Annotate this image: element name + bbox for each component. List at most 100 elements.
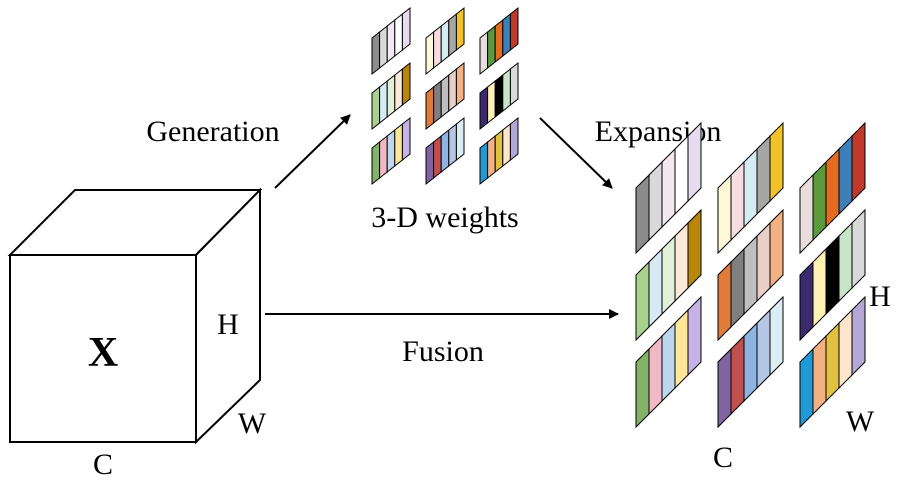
weight-small-strip [448,122,457,168]
weight-expanded-group-4 [635,208,702,342]
generation-arrow [274,114,351,189]
weight-small-strip [379,79,388,125]
weight-expanded-group-6 [799,208,866,342]
weight-small-strip [425,85,435,131]
input-cube [7,187,263,445]
weight-small-strip [394,122,403,168]
weight-expanded-strip [730,334,745,416]
weight-small-strip [502,122,511,168]
weight-expanded-strip [825,234,840,316]
output-channel-label: C [713,441,733,474]
weight-small-strip [386,18,396,64]
weight-expanded-strip [769,295,784,377]
weight-expanded-group-2 [717,121,784,255]
output-height-label: H [869,280,891,313]
weight-expanded-strip [635,260,650,342]
weight-small-strip [394,12,403,58]
weights-grid-expanded [635,121,866,429]
weight-small-group-8 [425,116,465,186]
cube-symbol: X [88,330,118,376]
weight-small-strip [502,12,511,58]
weight-expanded-strip [799,260,814,342]
weight-small-strip [371,85,381,131]
weight-small-group-2 [425,6,465,76]
weight-expanded-group-1 [635,121,702,255]
weight-small-strip [479,30,489,76]
weight-expanded-strip [648,247,663,329]
weight-small-strip [509,61,519,107]
weight-expanded-strip [838,134,853,216]
weight-expanded-strip [661,234,676,316]
weight-small-strip [401,6,411,52]
fusion-label: Fusion [402,335,484,368]
weight-expanded-group-3 [799,121,866,255]
weight-expanded-strip [838,308,853,390]
weight-small-strip [509,6,519,52]
output-width-label: W [846,405,875,438]
weight-small-strip [455,116,465,162]
weight-small-strip [425,140,435,186]
weight-expanded-strip [635,173,650,255]
weights-grid-small [371,6,519,186]
generation-label: Generation [146,115,279,148]
weight-expanded-strip [730,160,745,242]
weight-expanded-strip [648,160,663,242]
weight-small-strip [401,116,411,162]
weight-small-strip [440,128,450,174]
weight-small-strip [440,73,450,119]
weight-expanded-strip [687,295,702,377]
weight-small-strip [509,116,519,162]
weight-small-strip [487,24,496,70]
weight-expanded-strip [674,221,689,303]
weight-expanded-strip [717,260,732,342]
weight-expanded-strip [648,334,663,416]
weight-expanded-strip [687,208,702,290]
weight-expanded-strip [838,221,853,303]
weight-expanded-strip [812,247,827,329]
weight-small-strip [433,79,442,125]
weight-small-strip [479,85,489,131]
weight-expanded-strip [635,347,650,429]
weight-small-group-4 [371,61,411,131]
weight-small-strip [494,73,504,119]
weight-expanded-strip [743,234,758,316]
weight-small-strip [379,134,388,180]
weight-small-strip [433,24,442,70]
weight-expanded-group-8 [717,295,784,429]
weight-small-strip [479,140,489,186]
weight-expanded-strip [812,160,827,242]
weight-expanded-strip [812,334,827,416]
weight-expanded-strip [661,321,676,403]
cube-height-label: H [217,308,239,341]
weight-expanded-strip [825,321,840,403]
weight-small-strip [494,18,504,64]
weight-expanded-group-5 [717,208,784,342]
cube-front-face [9,254,197,443]
weight-small-strip [386,73,396,119]
cube-width-label: W [238,407,267,440]
weight-expanded-strip [687,121,702,203]
weight-small-strip [455,61,465,107]
weight-small-group-3 [479,6,519,76]
weight-small-strip [487,134,496,180]
weight-expanded-strip [851,295,866,377]
weight-expanded-strip [717,347,732,429]
weight-small-strip [401,61,411,107]
weight-small-strip [455,6,465,52]
weight-small-strip [379,24,388,70]
weight-small-group-5 [425,61,465,131]
weight-small-strip [425,30,435,76]
weight-small-strip [433,134,442,180]
weight-expanded-strip [717,173,732,255]
weight-expanded-strip [743,147,758,229]
weight-small-strip [448,67,457,113]
weight-small-group-6 [479,61,519,131]
weight-expanded-strip [756,308,771,390]
weight-expanded-strip [661,147,676,229]
weight-small-strip [494,128,504,174]
weight-expanded-strip [730,247,745,329]
weight-expanded-strip [799,347,814,429]
weight-expanded-strip [756,134,771,216]
weight-expanded-strip [851,208,866,290]
